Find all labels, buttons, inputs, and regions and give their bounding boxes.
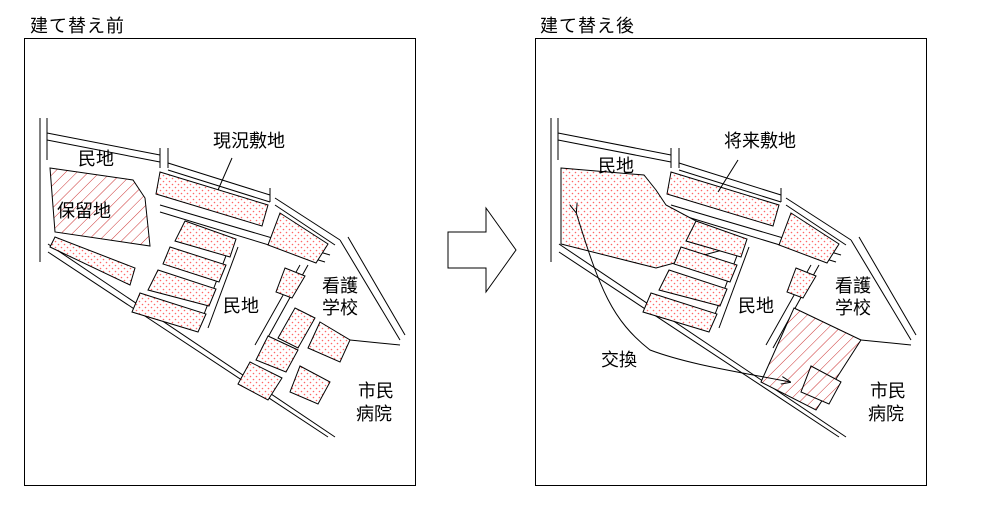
before-label-reserved-land: 保留地 bbox=[57, 201, 111, 222]
before-label-current-site: 現況敷地 bbox=[213, 131, 285, 152]
before-label-minchi-mid: 民地 bbox=[223, 296, 259, 317]
after-label-nursing-school-2: 学校 bbox=[835, 298, 871, 319]
after-reserved-land-parcels bbox=[760, 307, 862, 411]
before-label-minchi-top: 民地 bbox=[78, 149, 114, 170]
before-label-nursing-school-1: 看護 bbox=[322, 276, 358, 297]
before-leader-line bbox=[217, 157, 233, 191]
before-title: 建て替え前 bbox=[30, 16, 125, 37]
after-future-site-parcels bbox=[560, 167, 840, 333]
after-label-exchange: 交換 bbox=[601, 350, 637, 371]
before-current-site-parcels bbox=[49, 171, 351, 405]
before-label-city-hospital-2: 病院 bbox=[356, 404, 392, 425]
after-label-city-hospital-1: 市民 bbox=[870, 381, 906, 402]
after-label-nursing-school-1: 看護 bbox=[835, 276, 871, 297]
after-label-minchi-top: 民地 bbox=[598, 156, 634, 177]
after-label-city-hospital-2: 病院 bbox=[868, 404, 904, 425]
after-label-minchi-mid: 民地 bbox=[738, 296, 774, 317]
exchange-arrow bbox=[576, 212, 790, 382]
before-label-city-hospital-1: 市民 bbox=[358, 381, 394, 402]
after-label-future-site: 将来敷地 bbox=[724, 131, 796, 152]
transition-arrow-icon bbox=[447, 206, 517, 294]
before-label-nursing-school-2: 学校 bbox=[322, 298, 358, 319]
before-reserved-land bbox=[49, 167, 151, 247]
after-title: 建て替え後 bbox=[540, 16, 635, 37]
after-map: 民地 将来敷地 民地 看護 学校 市民 病院 交換 bbox=[550, 117, 917, 438]
after-leader-line bbox=[717, 159, 739, 193]
before-map: 民地 現況敷地 保留地 民地 看護 学校 市民 病院 bbox=[39, 117, 406, 438]
